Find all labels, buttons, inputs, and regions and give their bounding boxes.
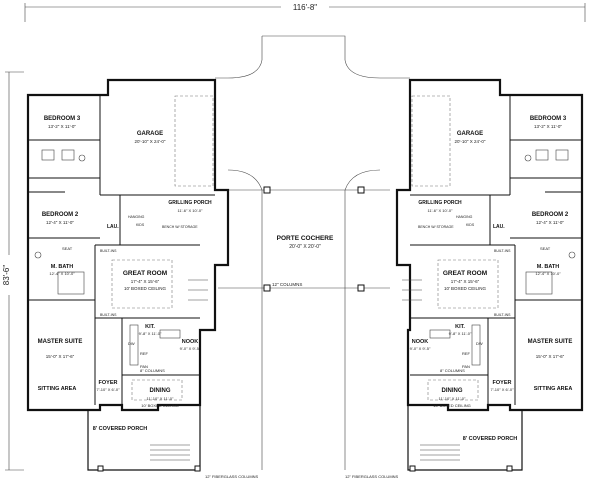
left-bedroom2-name: BEDROOM 2 <box>42 212 79 218</box>
right-dw: DW <box>476 341 483 346</box>
right-m-bath-size: 12'-4" X 10'-0" <box>535 271 561 276</box>
right-hanging: HANGING <box>456 215 473 219</box>
left-covered-porch-name: 8' COVERED PORCH <box>93 426 148 432</box>
right-built-ins-1: BUILT-INS <box>494 249 511 253</box>
right-master-suite-size: 15'-0" X 17'-6" <box>536 354 565 359</box>
overall-depth-dimension: 83'-6" <box>2 71 24 471</box>
left-m-bath-size: 12'-4" X 10'-0" <box>49 271 75 276</box>
right-dining-size: 11'-10" X 11'-0" <box>439 396 466 401</box>
right-foyer-size: 7'-10" X 6'-0" <box>490 387 514 392</box>
right-kit-size: 9'-8" X 11'-0" <box>449 331 472 336</box>
right-foyer-name: FOYER <box>493 380 512 386</box>
right-master-suite-name: MASTER SUITE <box>528 339 573 345</box>
left-bedroom2-size: 12'-4" X 11'-0" <box>46 220 74 225</box>
right-lau-name: LAU. <box>493 224 505 230</box>
right-columns-8: 8" COLUMNS <box>440 368 465 373</box>
overall-depth-label: 83'-6" <box>2 265 11 286</box>
right-kids: KIDS <box>466 223 475 227</box>
left-foyer-size: 7'-10" X 6'-0" <box>96 387 120 392</box>
columns-note: 12" COLUMNS <box>272 282 302 287</box>
right-seat: SEAT <box>540 246 551 251</box>
left-great-room-size: 17'-4" X 15'-6" <box>131 279 160 284</box>
right-bedroom2-name: BEDROOM 2 <box>532 212 569 218</box>
porte-cochere-columns <box>263 186 365 292</box>
left-great-room-note: 10' BOXED CEILING <box>124 286 167 291</box>
right-nook-size: 9'-0" X 9'-5" <box>410 346 431 351</box>
left-built-ins-2: BUILT-INS <box>100 313 117 317</box>
right-sitting-area-name: SITTING AREA <box>534 386 573 392</box>
left-dining-note: 10' BOXED CEILING <box>141 403 178 408</box>
left-pan: PAN <box>140 364 148 369</box>
right-kit-name: KIT. <box>455 324 465 330</box>
right-bedroom3-size: 13'-2" X 11'-0" <box>534 124 562 129</box>
left-fiberglass-columns: 12" FIBERGLASS COLUMNS <box>205 474 259 479</box>
right-built-ins-2: BUILT-INS <box>494 313 511 317</box>
right-bedroom2-size: 12'-4" X 11'-0" <box>536 220 564 225</box>
right-dining-note: 10' BOXED CEILING <box>433 403 470 408</box>
left-nook-size: 9'-0" X 9'-5" <box>180 346 201 351</box>
left-dining-name: DINING <box>150 388 171 394</box>
left-kit-name: KIT. <box>145 324 155 330</box>
left-ref: REF <box>140 351 149 356</box>
left-grilling-porch-name: GRILLING PORCH <box>168 200 212 206</box>
left-dw: DW <box>128 341 135 346</box>
right-grilling-porch-name: GRILLING PORCH <box>418 200 462 206</box>
right-ref: REF <box>462 351 471 356</box>
right-garage-name: GARAGE <box>457 131 483 137</box>
left-bedroom3-name: BEDROOM 3 <box>44 116 81 122</box>
left-unit: BEDROOM 3 13'-2" X 11'-0" GARAGE 20'-10"… <box>26 78 259 479</box>
driveway <box>215 35 410 470</box>
left-master-suite-name: MASTER SUITE <box>38 339 83 345</box>
right-bench: BENCH W/ STORAGE <box>418 225 454 229</box>
left-garage-name: GARAGE <box>137 131 163 137</box>
right-pan: PAN <box>462 364 470 369</box>
left-bedroom3-size: 13'-2" X 11'-0" <box>48 124 76 129</box>
left-great-room-name: GREAT ROOM <box>123 270 167 277</box>
left-dining-size: 11'-10" X 11'-0" <box>147 396 174 401</box>
overall-width-dimension: 116'-8" <box>24 2 586 22</box>
left-kids: KIDS <box>136 223 145 227</box>
right-fiberglass-columns: 12" FIBERGLASS COLUMNS <box>345 474 399 479</box>
right-garage-size: 20'-10" X 24'-0" <box>455 139 486 144</box>
left-master-suite-size: 15'-0" X 17'-6" <box>46 354 75 359</box>
left-grilling-porch-size: 11'-6" X 10'-0" <box>178 208 204 213</box>
right-great-room-size: 17'-4" X 15'-6" <box>451 279 480 284</box>
left-nook-name: NOOK <box>182 339 199 345</box>
left-seat: SEAT <box>62 246 73 251</box>
right-great-room-note: 10' BOXED CEILING <box>444 286 487 291</box>
left-columns-8: 8" COLUMNS <box>140 368 165 373</box>
right-m-bath-name: M. BATH <box>537 264 560 270</box>
porte-cochere-name: PORTE COCHERE <box>277 235 334 242</box>
left-m-bath-name: M. BATH <box>51 264 74 270</box>
right-unit: BEDROOM 3 13'-2" X 11'-0" GARAGE 20'-10"… <box>345 78 584 479</box>
left-kit-size: 9'-8" X 11'-0" <box>139 331 162 336</box>
right-great-room-name: GREAT ROOM <box>443 270 487 277</box>
right-covered-porch-name: 8' COVERED PORCH <box>463 436 518 442</box>
right-nook-name: NOOK <box>412 339 429 345</box>
left-sitting-area-name: SITTING AREA <box>38 386 77 392</box>
left-hanging: HANGING <box>128 215 145 219</box>
overall-width-label: 116'-8" <box>293 3 317 12</box>
left-lau-name: LAU. <box>107 224 119 230</box>
right-dining-name: DINING <box>442 388 463 394</box>
left-garage-size: 20'-10" X 24'-0" <box>135 139 166 144</box>
left-bench: BENCH W/ STORAGE <box>162 225 198 229</box>
right-bedroom3-name: BEDROOM 3 <box>530 116 567 122</box>
left-foyer-name: FOYER <box>99 380 118 386</box>
left-built-ins-1: BUILT-INS <box>100 249 117 253</box>
porte-cochere-size: 20'-0" X 20'-0" <box>289 244 321 250</box>
right-grilling-porch-size: 11'-6" X 10'-0" <box>428 208 454 213</box>
